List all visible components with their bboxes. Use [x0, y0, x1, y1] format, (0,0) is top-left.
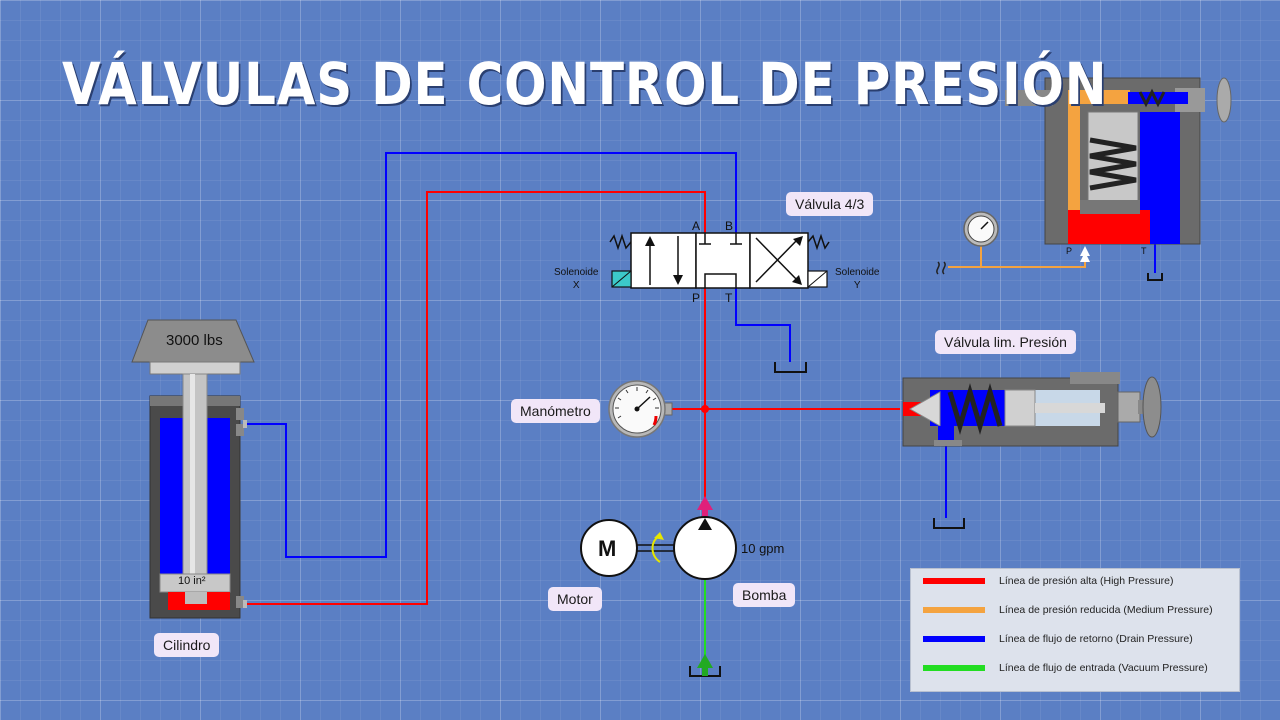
page-title: VÁLVULAS DE CONTROL DE PRESIÓN: [62, 50, 1108, 118]
manometer-gauge: [608, 380, 673, 438]
drain-line-valve-tank: [735, 288, 791, 362]
valve-section-parallel: [630, 232, 697, 289]
flow-arrow-up: [697, 496, 713, 519]
tank-symbols: [689, 273, 1163, 677]
high-line-cylinder-bottom: [243, 191, 706, 605]
label-motor: Motor: [548, 587, 602, 611]
junction-dot: [701, 405, 709, 413]
label-manometer: Manómetro: [511, 399, 600, 423]
solenoid-x-label: Solenoide X: [554, 267, 599, 291]
label-cylinder: Cilindro: [154, 633, 220, 657]
relief-valve-cutaway: [902, 372, 1162, 447]
legend-swatch-high: [923, 578, 985, 584]
legend-text-medium: Línea de presión reducida (Medium Pressu…: [999, 604, 1213, 616]
port-b-label: B: [725, 219, 734, 233]
port-a-label: A: [692, 219, 701, 233]
legend-text-high: Línea de presión alta (High Pressure): [999, 575, 1174, 587]
solenoid-y-label: Solenoide Y: [835, 267, 880, 291]
port-t-label: T: [725, 291, 733, 305]
flow-arrow-inlet: [697, 654, 713, 676]
legend-swatch-drain: [923, 636, 985, 642]
pump-flow-label: 10 gpm: [741, 541, 785, 556]
tank-valve: [774, 362, 807, 373]
load-weight: [131, 319, 255, 363]
legend-text-vacuum: Línea de flujo de entrada (Vacuum Pressu…: [999, 662, 1208, 674]
legend-swatch-vacuum: [923, 665, 985, 671]
cutaway-port-t-label: T: [1141, 246, 1147, 256]
legend-box: Línea de presión alta (High Pressure) Lí…: [910, 568, 1240, 692]
directional-valve-4-3: [609, 232, 830, 289]
drain-lines: [243, 152, 1156, 558]
drain-line-cylinder-top: [243, 152, 737, 558]
valve-spring-right: [807, 233, 830, 251]
cutaway-port-p-label: P: [1066, 246, 1073, 256]
legend-swatch-medium: [923, 607, 985, 613]
legend-text-drain: Línea de flujo de retorno (Drain Pressur…: [999, 633, 1193, 645]
valve-section-center: [695, 232, 751, 289]
label-pump: Bomba: [733, 583, 796, 607]
label-valve-4-3: Válvula 4/3: [786, 192, 874, 216]
medium-pressure-line: [948, 252, 1086, 268]
valve-spring-left: [609, 233, 632, 251]
piston-area-label: 10 in²: [178, 575, 206, 587]
label-relief-valve: Válvula lim. Presión: [935, 330, 1076, 354]
motor-symbol: [580, 519, 638, 577]
tank-relief: [933, 518, 965, 529]
port-p-label: P: [692, 291, 701, 305]
reducer-gauge: [936, 211, 999, 275]
hydraulic-cylinder: [131, 319, 255, 619]
tank-reducer: [1147, 273, 1163, 281]
pressure-reducing-valve-cutaway: [1005, 77, 1232, 262]
pump-symbol: [673, 516, 737, 580]
load-label: 3000 lbs: [166, 332, 223, 349]
motor-pump-unit: [580, 516, 737, 580]
motor-letter: M: [598, 536, 617, 561]
